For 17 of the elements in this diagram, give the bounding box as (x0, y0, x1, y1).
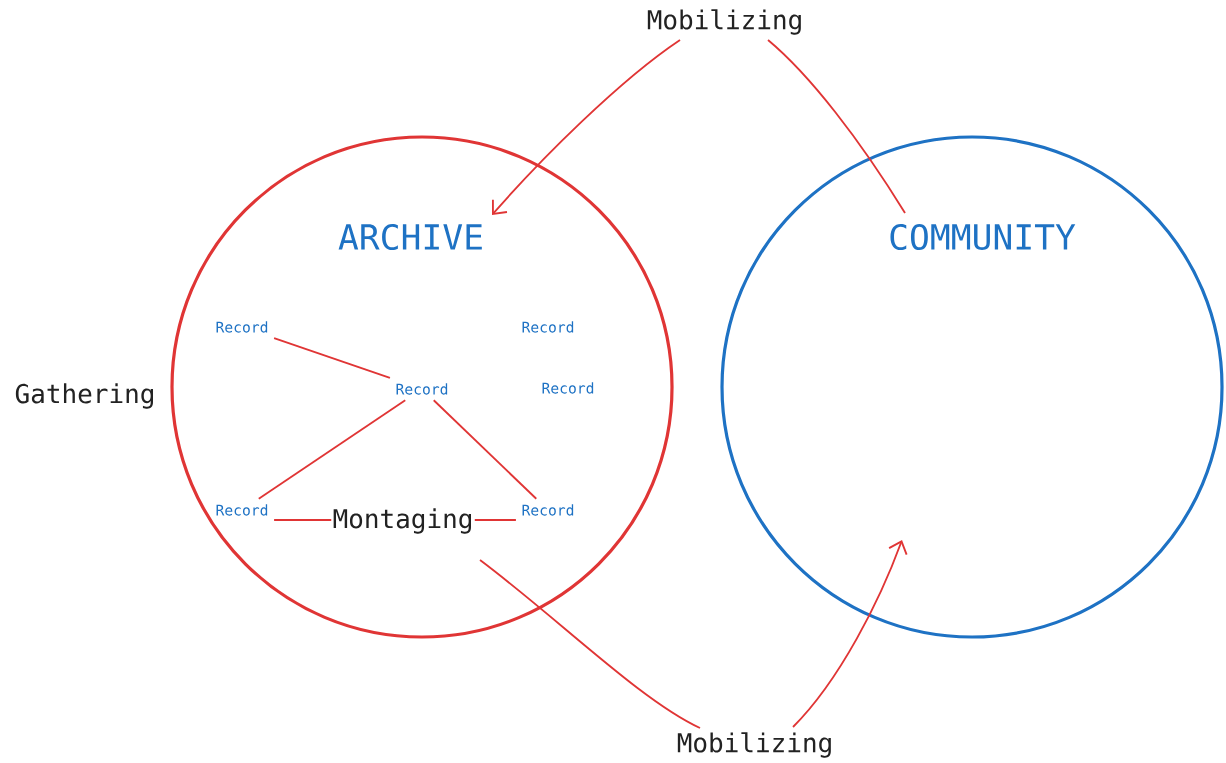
connector (273, 337, 391, 379)
stage-label: Gathering (15, 383, 153, 409)
record-label: Record (216, 504, 268, 516)
record-label: Record (522, 321, 574, 333)
record-label: Record (396, 383, 448, 395)
record-label: Record (522, 504, 574, 516)
connector (767, 39, 906, 214)
stage-label: Mobilizing (677, 732, 831, 758)
connector (432, 399, 538, 500)
record-label: Record (216, 321, 268, 333)
record-label: Record (542, 382, 594, 394)
connector (492, 39, 681, 215)
connector (257, 399, 407, 500)
edge-label: Montaging (331, 507, 475, 535)
connector (792, 540, 908, 728)
connector (479, 559, 701, 729)
stage-label: Mobilizing (647, 9, 801, 35)
